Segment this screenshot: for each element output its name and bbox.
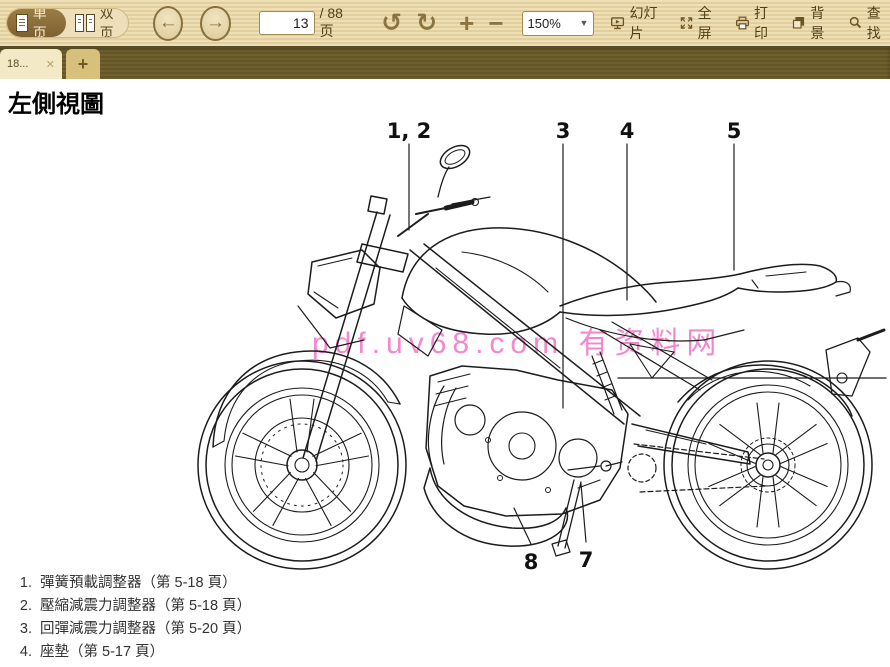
list-item-number: 1. xyxy=(19,575,32,591)
callout-8: 8 xyxy=(523,550,539,574)
fullscreen-icon xyxy=(680,17,692,29)
list-item: 2. 壓縮減震力調整器（第 5-18 頁） xyxy=(10,595,251,618)
find-label: 查找 xyxy=(866,5,881,41)
page-mode-group: 单页 双页 xyxy=(6,8,130,38)
double-page-label: 双页 xyxy=(99,8,114,38)
chevron-down-icon: ▼ xyxy=(579,18,589,28)
list-item-number: 4. xyxy=(19,644,32,660)
front-fender xyxy=(212,350,401,448)
watermark-text: pdf.uv68.com 有资料网 xyxy=(312,327,723,360)
rear-wheel xyxy=(663,360,873,570)
page-number-input[interactable] xyxy=(258,11,315,35)
find-button[interactable]: 查找 xyxy=(848,3,890,43)
single-page-button[interactable]: 单页 xyxy=(7,9,66,37)
parts-list: 1. 彈簧預載調整器（第 5-18 頁） 2. 壓縮減震力調整器（第 5-18 … xyxy=(10,572,251,664)
exhaust xyxy=(423,385,569,547)
kickstand xyxy=(551,460,623,557)
tab-document[interactable]: 18... ✕ xyxy=(0,49,62,79)
callout-5: 5 xyxy=(726,119,742,143)
front-wheel xyxy=(197,360,407,570)
background-icon xyxy=(793,17,805,29)
list-item-number: 2. xyxy=(19,598,32,614)
page-title: 左側視圖 xyxy=(8,91,104,118)
seat-tail xyxy=(559,263,851,317)
single-page-label: 单页 xyxy=(32,8,47,38)
fullscreen-label: 全屏 xyxy=(697,5,712,41)
rotate-cw-icon[interactable]: ↻ xyxy=(416,8,438,37)
previous-page-button[interactable]: ← xyxy=(153,5,184,41)
pdf-toolbar: 单页 双页 ← → / 88页 ↺ ↻ + − 150% ▼ 幻灯片 xyxy=(0,0,890,46)
new-tab-button[interactable]: + xyxy=(66,49,100,79)
rotate-ccw-icon[interactable]: ↺ xyxy=(381,8,403,37)
callout-1-2: 1, 2 xyxy=(386,119,432,143)
print-icon xyxy=(736,16,749,30)
background-label: 背景 xyxy=(810,5,825,41)
print-button[interactable]: 打印 xyxy=(735,3,777,43)
list-item-text: 回彈減震力調整器（第 5-20 頁） xyxy=(40,621,252,637)
handlebar-mirror xyxy=(397,144,491,237)
list-item: 4. 座墊（第 5-17 頁） xyxy=(10,641,251,664)
slideshow-button[interactable]: 幻灯片 xyxy=(610,3,664,43)
tab-label: 18... xyxy=(7,58,29,70)
background-button[interactable]: 背景 xyxy=(791,3,833,43)
callout-4: 4 xyxy=(619,119,635,143)
page-total-label: / 88页 xyxy=(319,5,343,39)
back-arrow-icon: ← xyxy=(158,12,178,33)
zoom-out-button[interactable]: − xyxy=(488,8,504,38)
search-icon xyxy=(849,16,861,29)
close-icon[interactable]: ✕ xyxy=(45,58,55,71)
callout-3: 3 xyxy=(555,119,571,143)
callout-7: 7 xyxy=(578,548,594,572)
list-item-text: 彈簧預載調整器（第 5-18 頁） xyxy=(40,575,237,591)
single-page-icon xyxy=(16,14,28,32)
slideshow-icon xyxy=(611,17,625,30)
list-item-text: 座墊（第 5-17 頁） xyxy=(40,644,165,660)
fullscreen-button[interactable]: 全屏 xyxy=(679,3,721,43)
zoom-level-select[interactable]: 150% ▼ xyxy=(521,10,595,36)
zoom-in-button[interactable]: + xyxy=(459,8,475,38)
forward-arrow-icon: → xyxy=(205,12,225,33)
double-page-button[interactable]: 双页 xyxy=(66,8,128,38)
double-page-icon xyxy=(74,14,95,32)
zoom-level-value: 150% xyxy=(527,15,561,31)
plus-icon: + xyxy=(77,53,89,74)
list-item-number: 3. xyxy=(19,621,32,637)
next-page-button[interactable]: → xyxy=(200,5,231,41)
engine xyxy=(425,365,629,517)
list-item: 3. 回彈減震力調整器（第 5-20 頁） xyxy=(10,618,251,641)
tab-bar: 18... ✕ + xyxy=(0,46,890,79)
slideshow-label: 幻灯片 xyxy=(629,5,658,41)
list-item-text: 壓縮減震力調整器（第 5-18 頁） xyxy=(40,598,252,614)
print-label: 打印 xyxy=(754,5,768,41)
swingarm-chain xyxy=(627,423,767,493)
list-item: 1. 彈簧預載調整器（第 5-18 頁） xyxy=(10,572,251,595)
